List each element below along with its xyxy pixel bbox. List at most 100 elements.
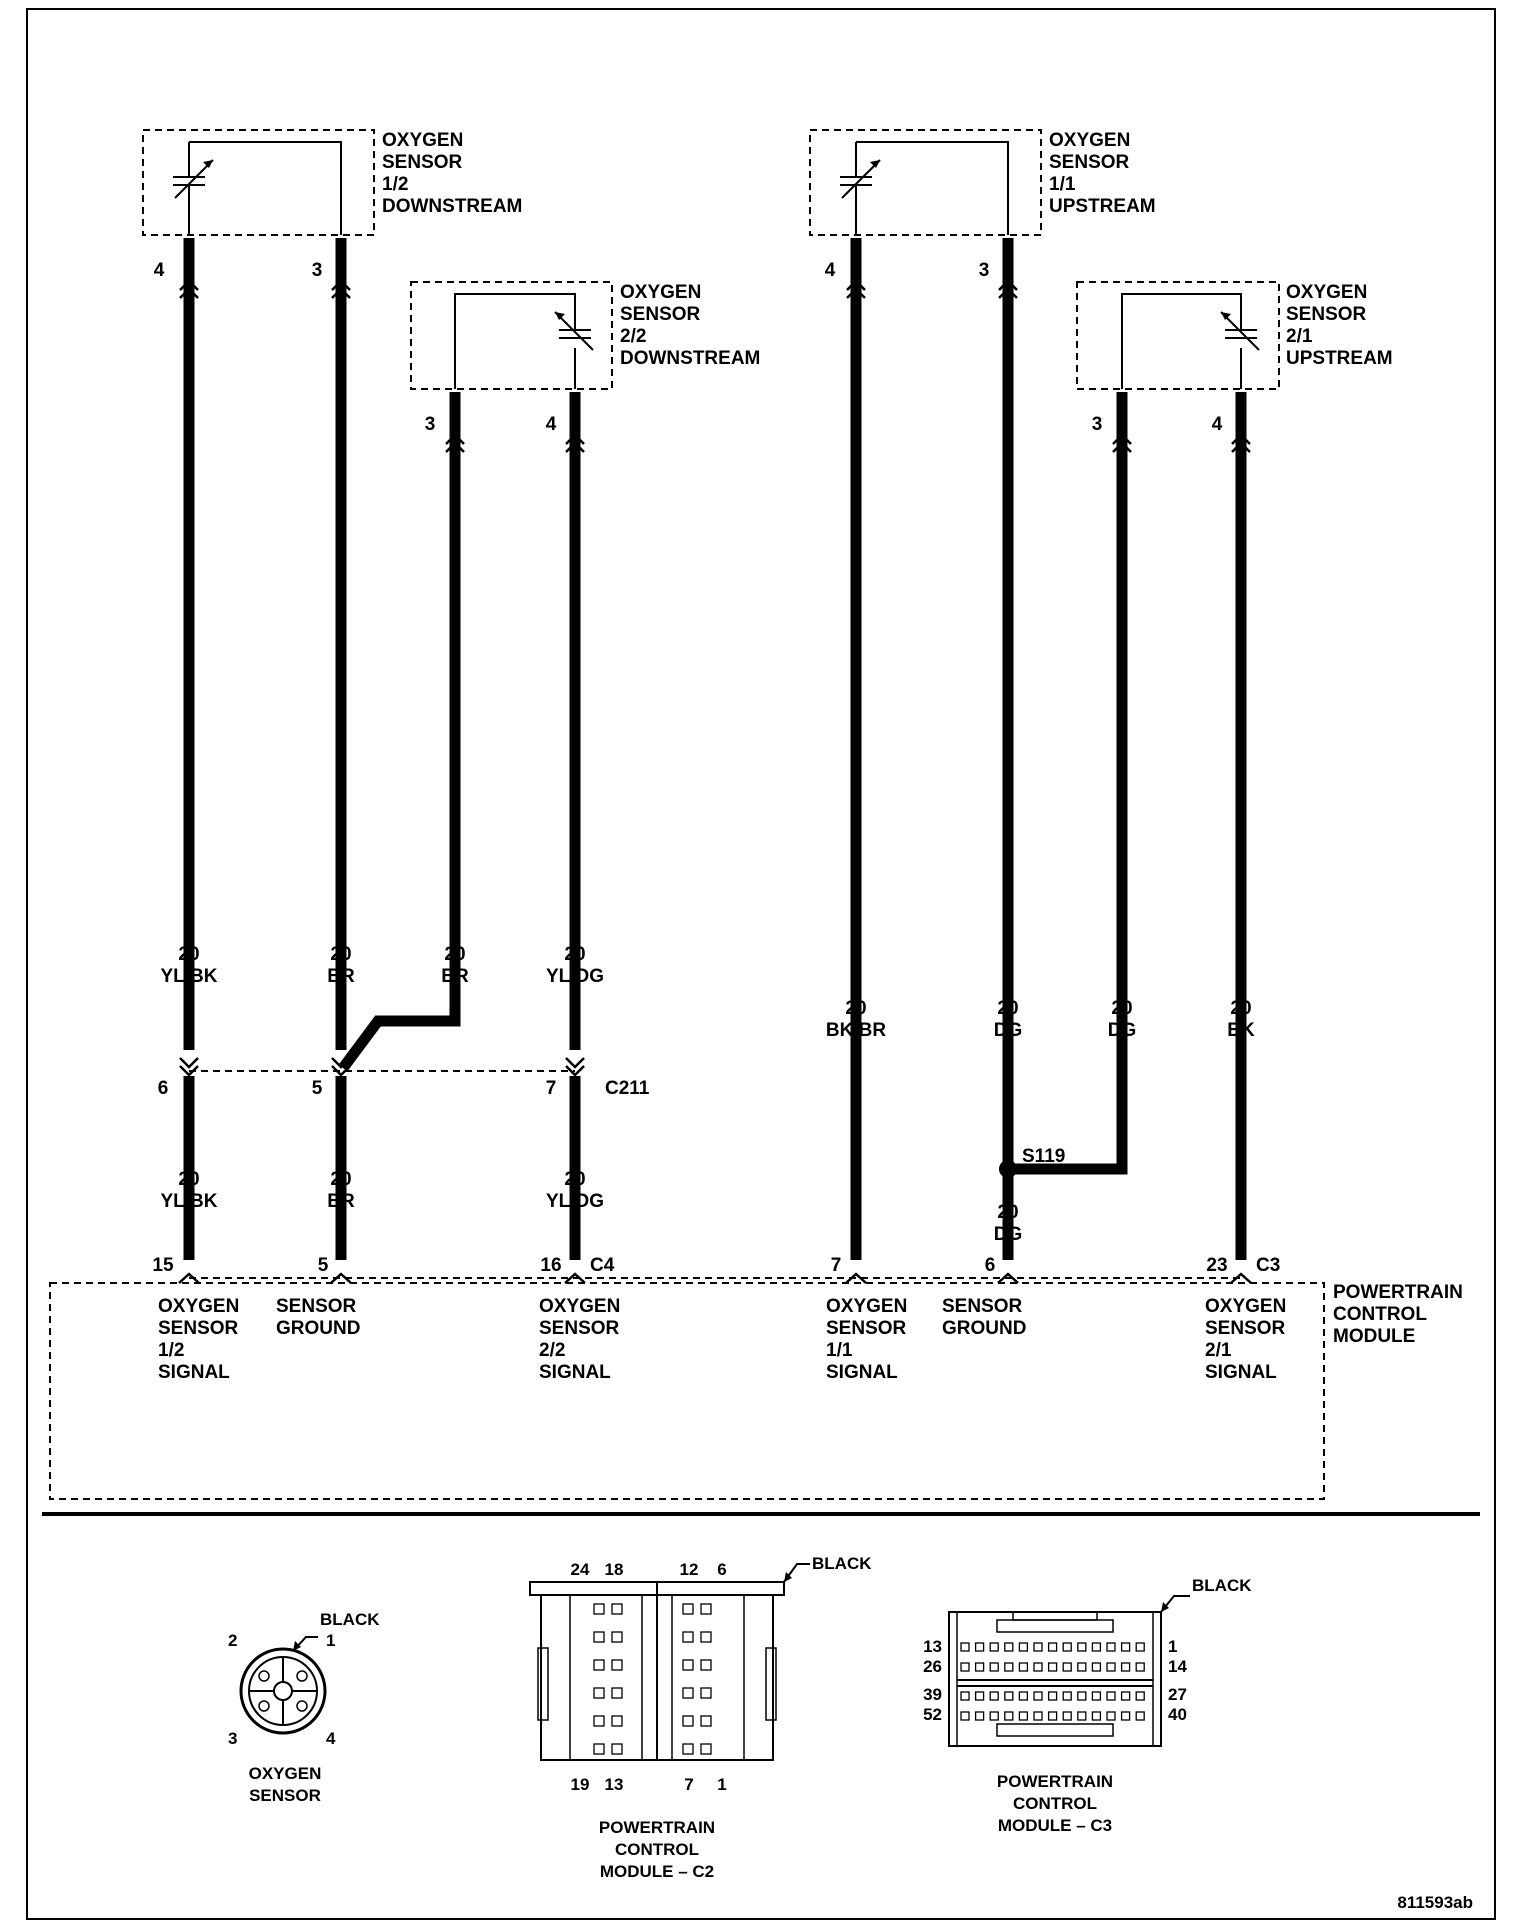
w6-gauge: 20 [997, 998, 1018, 1019]
c3-left-pin-13: 13 [923, 1637, 942, 1656]
w2-color-top: BR [327, 966, 355, 987]
connector-cavity [1062, 1662, 1072, 1672]
pcm-pin3-line2: SENSOR [539, 1318, 620, 1339]
c3-right-pin-27: 27 [1168, 1685, 1187, 1704]
connector-cavity [1077, 1642, 1087, 1652]
connector-cavity [682, 1631, 694, 1643]
c2-bottom-pin-7: 7 [684, 1775, 693, 1794]
connector-cavity [611, 1743, 623, 1755]
connector-cavity [1018, 1642, 1029, 1652]
connector-cavity [1018, 1691, 1029, 1701]
connector-cavity [682, 1603, 694, 1615]
sensor-2-2-line1: OXYGEN [620, 282, 701, 303]
wire-sensor-1-1-ground: 3 20 DG 20 DG 6 [979, 238, 1023, 1276]
connector-cavity [1106, 1662, 1116, 1672]
w4-pin-top: 4 [546, 414, 557, 435]
connector-cavity [1004, 1662, 1014, 1672]
oxygen-sensor-2-1-upstream: OXYGEN SENSOR 2/1 UPSTREAM [1076, 281, 1393, 390]
pcm-c2-connector-view: BLACK 24 18 12 6 19 13 7 1 POWERTRAIN CO… [529, 1554, 872, 1881]
sensor-1-2-line2: SENSOR [382, 152, 463, 173]
c3-left-pin-52: 52 [923, 1705, 942, 1724]
w1-gauge-top: 20 [178, 944, 199, 965]
sensor-1-2-line4: DOWNSTREAM [382, 196, 522, 217]
c2-top-pin-24: 24 [571, 1560, 590, 1579]
c3-view-line2: CONTROL [1013, 1794, 1097, 1813]
c2-cavity-grid [593, 1603, 712, 1755]
c3-view-line3: MODULE – C3 [998, 1816, 1112, 1835]
o2-pin4: 4 [326, 1729, 336, 1748]
c3-connector-color: BLACK [1192, 1576, 1252, 1595]
pcm-pin6-line4: SIGNAL [1205, 1362, 1277, 1383]
pcm-pin5-line2: GROUND [942, 1318, 1026, 1339]
connector-cavity [960, 1662, 970, 1672]
connector-cavity [1091, 1691, 1102, 1701]
c4-label: C4 [590, 1255, 615, 1276]
connector-cavity [1077, 1691, 1087, 1701]
w3-color-top: BR [441, 966, 469, 987]
pcm-pin6-line2: SENSOR [1205, 1318, 1286, 1339]
c3-left-pin-26: 26 [923, 1657, 942, 1676]
c2-bottom-pin-13: 13 [605, 1775, 624, 1794]
sensor-1-2-line1: OXYGEN [382, 130, 463, 151]
connector-cavity [682, 1659, 694, 1671]
c3-label: C3 [1256, 1255, 1280, 1276]
connector-cavity [1062, 1711, 1072, 1721]
c2-view-line2: CONTROL [615, 1840, 699, 1859]
connector-cavity [974, 1642, 985, 1652]
c3-right-pin-1: 1 [1168, 1637, 1177, 1656]
w1-pcm-pin: 15 [152, 1255, 174, 1276]
connector-cavity [1004, 1642, 1014, 1652]
c2-top-pin-12: 12 [680, 1560, 699, 1579]
sensor-2-1-line2: SENSOR [1286, 304, 1367, 325]
pcm-name-line1: POWERTRAIN [1333, 1282, 1463, 1303]
w6-color: DG [994, 1020, 1023, 1041]
connector-cavity [1106, 1642, 1116, 1652]
w2-color-bot: BR [327, 1191, 355, 1212]
connector-cavity [611, 1603, 623, 1615]
w1-gauge-bot: 20 [178, 1169, 199, 1190]
connector-cavity [1077, 1711, 1087, 1721]
connector-cavity [593, 1631, 605, 1643]
oxygen-sensor-connector-view: BLACK 1 2 3 4 OXYGEN SENSOR [228, 1610, 380, 1805]
wire-sensor-2-2-signal: 4 20 YL/DG 7 20 YL/DG 16 [540, 392, 604, 1276]
w5-pcm-pin: 7 [831, 1255, 842, 1276]
w4-gauge-top: 20 [564, 944, 585, 965]
pcm-name-line2: CONTROL [1333, 1304, 1427, 1325]
pcm-pin1-line4: SIGNAL [158, 1362, 230, 1383]
connector-cavity [1004, 1711, 1014, 1721]
sensor-1-1-line2: SENSOR [1049, 152, 1130, 173]
connector-cavity [1018, 1711, 1029, 1721]
powertrain-control-module: C4 C3 POWERTRAIN CONTROL MODULE OXYGEN S… [49, 1255, 1463, 1500]
wire-sensor-2-1-signal: 4 20 BK 23 [1206, 392, 1255, 1276]
c2-view-line1: POWERTRAIN [599, 1818, 715, 1837]
pcm-pin3-line1: OXYGEN [539, 1296, 620, 1317]
s119-label: S119 [1022, 1146, 1065, 1167]
connector-cavity [1120, 1711, 1131, 1721]
connector-cavity [1120, 1691, 1131, 1701]
pcm-pin5-line1: SENSOR [942, 1296, 1023, 1317]
connector-cavity [1091, 1711, 1102, 1721]
o2-pin3: 3 [228, 1729, 237, 1748]
c2-view-line3: MODULE – C2 [600, 1862, 714, 1881]
c211-label: C211 [605, 1078, 650, 1099]
pcm-c3-connector-view: BLACK 13 26 39 52 1 14 27 40 POWERTRAIN … [923, 1576, 1252, 1835]
connector-cavity [682, 1743, 694, 1755]
pcm-pin4-line2: SENSOR [826, 1318, 907, 1339]
connector-cavity [1077, 1662, 1087, 1672]
connector-cavity [1033, 1642, 1043, 1652]
connector-cavity [1018, 1662, 1029, 1672]
connector-cavity [1047, 1642, 1058, 1652]
w4-pcm-pin: 16 [540, 1255, 561, 1276]
w4-gauge-bot: 20 [564, 1169, 585, 1190]
pcm-pin4-line1: OXYGEN [826, 1296, 907, 1317]
sensor-2-2-line3: 2/2 [620, 326, 646, 347]
sensor-1-1-line1: OXYGEN [1049, 130, 1130, 151]
c2-bottom-pin-19: 19 [571, 1775, 590, 1794]
connector-cavity [700, 1715, 712, 1727]
w5-color: BK/BR [826, 1020, 886, 1041]
w8-pin-top: 4 [1212, 414, 1223, 435]
w7-pin-top: 3 [1092, 414, 1103, 435]
sensor-2-2-line4: DOWNSTREAM [620, 348, 760, 369]
c3-cavity-grid [960, 1642, 1145, 1721]
connector-cavity [1062, 1691, 1072, 1701]
